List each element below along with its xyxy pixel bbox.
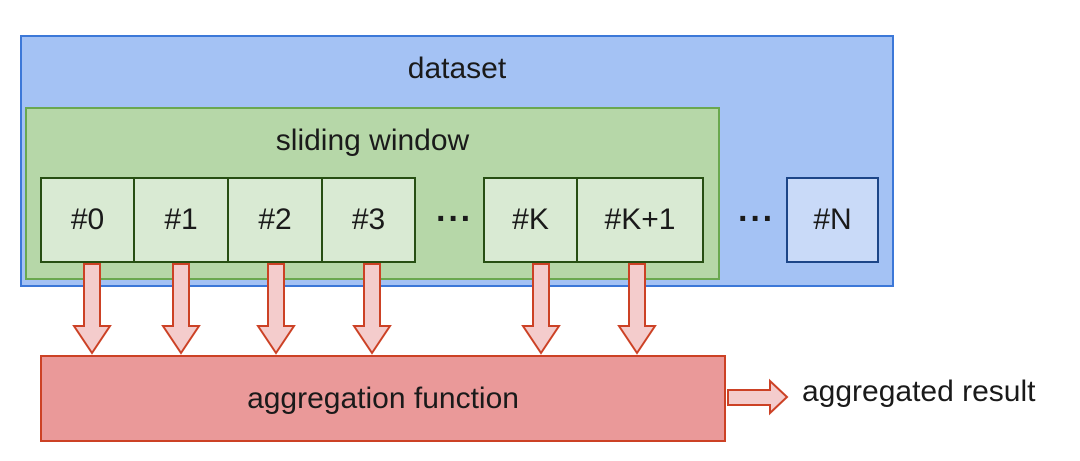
arrow-down-k xyxy=(521,263,561,355)
arrow-down-1 xyxy=(161,263,201,355)
cell-n: #N xyxy=(786,177,879,263)
aggregation-function-box: aggregation function xyxy=(40,355,726,442)
cell-2: #2 xyxy=(227,177,323,263)
arrow-down-k-plus-1 xyxy=(617,263,657,355)
arrow-down-2 xyxy=(256,263,296,355)
sliding-window-label: sliding window xyxy=(275,124,470,157)
arrow-down-3 xyxy=(352,263,392,355)
ellipsis-window: ··· xyxy=(436,200,473,238)
arrow-right-result xyxy=(727,378,789,416)
cell-3: #3 xyxy=(321,177,416,263)
arrow-down-0 xyxy=(72,263,112,355)
cell-k-plus-1: #K+1 xyxy=(576,177,704,263)
cell-1: #1 xyxy=(133,177,229,263)
ellipsis-dataset: ··· xyxy=(738,200,775,238)
dataset-label: dataset xyxy=(407,52,507,85)
aggregated-result-label: aggregated result xyxy=(802,375,1036,408)
